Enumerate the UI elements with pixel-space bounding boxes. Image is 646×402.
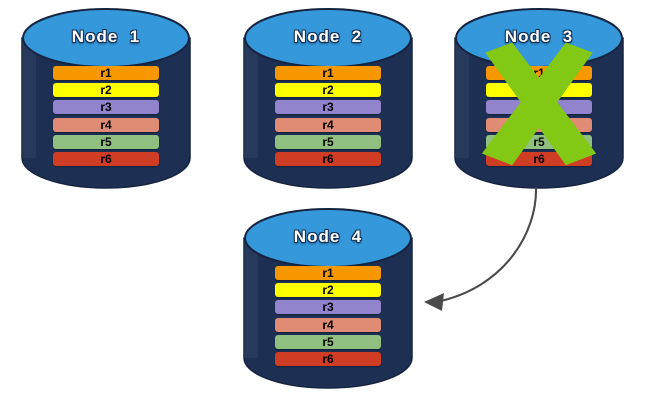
data-row-r2[interactable]: r2 (275, 83, 381, 98)
cylinder-highlight-left (22, 38, 36, 158)
cylinder-top (244, 208, 412, 268)
cylinder-top (244, 8, 412, 68)
data-row-r3[interactable]: r3 (53, 100, 159, 115)
data-row-r5[interactable]: r5 (275, 134, 381, 149)
data-row-r4[interactable]: r4 (275, 117, 381, 132)
data-row-r2[interactable]: r2 (53, 83, 159, 98)
data-row-r3[interactable]: r3 (275, 100, 381, 115)
data-row-r4[interactable]: r4 (53, 117, 159, 132)
data-row-r6[interactable]: r6 (275, 351, 381, 366)
row-stack: r1 r2 r3 r4 r5 r6 (244, 266, 412, 369)
data-row-r1[interactable]: r1 (486, 66, 592, 80)
data-row-r1[interactable]: r1 (275, 66, 381, 80)
data-row-r3[interactable]: r3 (275, 300, 381, 315)
cylinder-highlight-left (244, 38, 258, 158)
cylinder-highlight-left (244, 238, 258, 358)
data-row-r2[interactable]: r2 (275, 283, 381, 298)
data-row-r5[interactable]: r5 (53, 134, 159, 149)
data-row-r6[interactable]: r6 (53, 151, 159, 166)
rebuild-arrow-head (424, 293, 444, 311)
row-stack: r1 r2 r3 r4 r5 r6 (22, 66, 190, 169)
cylinder-top (455, 8, 623, 68)
data-row-r2[interactable]: r2 (486, 83, 592, 98)
rebuild-arrow-line (434, 186, 538, 304)
data-row-r1[interactable]: r1 (53, 66, 159, 80)
data-row-r5[interactable]: r5 (275, 334, 381, 349)
cylinder-top (22, 8, 190, 68)
data-row-r4[interactable]: r4 (275, 317, 381, 332)
row-stack: r1 r2 r3 r4 r5 r6 (244, 66, 412, 169)
cylinder-highlight-left (455, 38, 469, 158)
data-row-r6[interactable]: r6 (275, 151, 381, 166)
row-stack: r1 r2 r3 r4 r5 r6 (455, 66, 623, 169)
data-row-r6[interactable]: r6 (486, 151, 592, 166)
data-row-r5[interactable]: r5 (486, 134, 592, 149)
data-row-r4[interactable]: r4 (486, 117, 592, 132)
data-row-r3[interactable]: r3 (486, 100, 592, 115)
data-row-r1[interactable]: r1 (275, 266, 381, 280)
